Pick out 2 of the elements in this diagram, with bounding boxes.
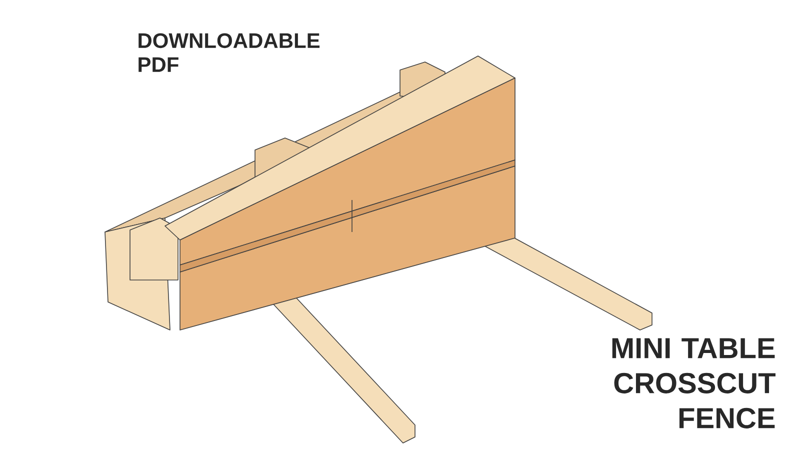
heading-text: DOWNLOADABLE PDF — [138, 33, 320, 72]
title: MINI TABLE CROSSCUT FENCE — [612, 338, 776, 428]
